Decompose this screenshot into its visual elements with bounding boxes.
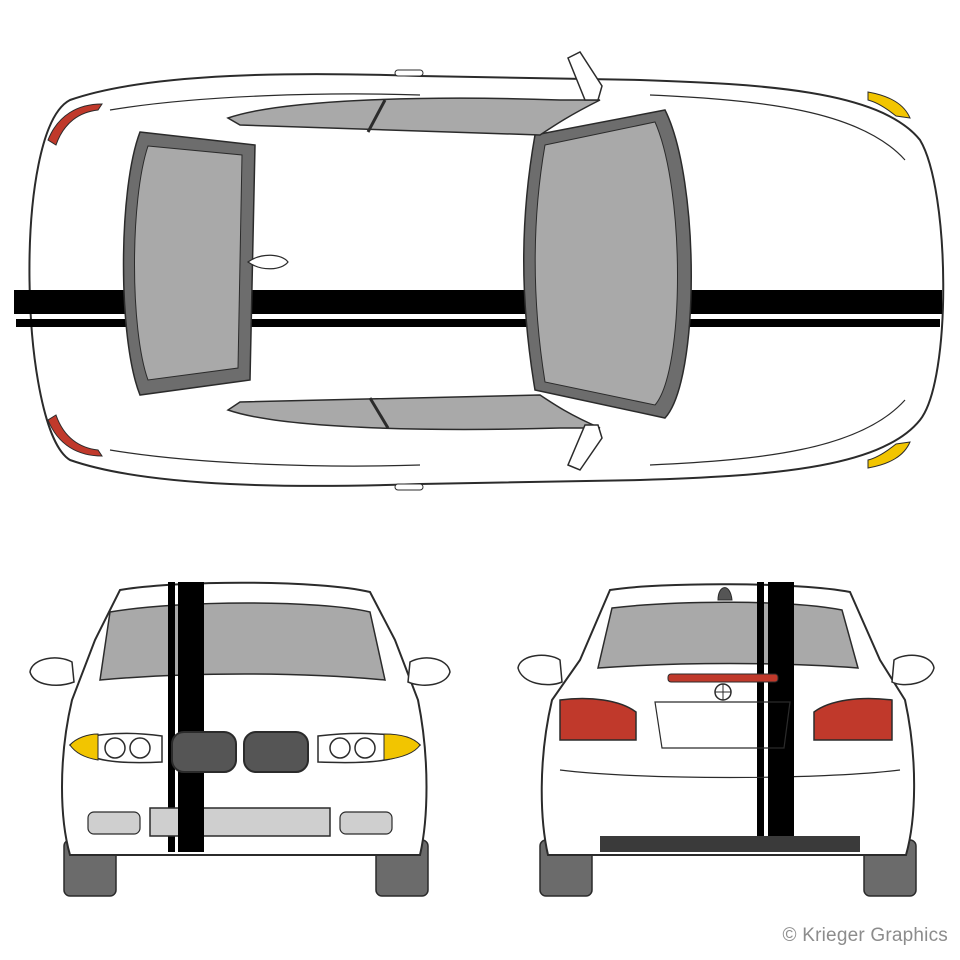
top-tail-light-upper [47,103,103,146]
top-indicator-upper [867,91,911,119]
front-lower-grille [149,807,331,837]
front-mirror-right-icon [407,657,451,686]
front-headlamp-left-outer [104,737,126,759]
top-door-handle-lower [394,483,424,491]
top-side-window-upper [226,97,601,136]
top-tail-light-lower [47,414,103,457]
rear-mirror-right-icon [891,654,935,686]
front-headlamp-left-inner [129,737,151,759]
top-mirror-upper-icon [567,51,603,101]
copyright-watermark: © Krieger Graphics [783,925,948,947]
front-headlamp-right-inner [354,737,376,759]
front-stripe-lower [178,806,204,852]
top-side-window-upper-pillar [366,99,387,133]
front-grille-left [171,731,237,773]
top-windshield [534,121,678,406]
front-grille-right [243,731,309,773]
rear-mirror-left-icon [517,654,563,686]
top-indicator-lower [867,441,911,469]
rear-stripe-lower [768,770,794,836]
front-windshield [99,602,386,681]
top-stripe-thin [16,319,940,327]
rear-window [597,601,860,669]
car-rear-view [517,582,935,897]
car-top-view [14,51,945,491]
top-door-handle-upper [394,69,424,77]
front-fog-right [339,811,393,835]
front-mirror-left-icon [29,657,75,686]
rear-stripe-thin [757,582,764,852]
front-stripe-thin [168,582,175,852]
rear-tail-light-left [559,697,637,741]
top-mirror-lower-icon [567,424,603,471]
car-front-view [29,581,451,897]
front-indicator-right [383,733,421,761]
top-side-window-lower [226,394,601,431]
top-side-window-lower-pillar [368,397,390,429]
top-antenna-icon [246,254,289,270]
front-fog-left [87,811,141,835]
rear-antenna-icon [717,587,733,601]
rear-diffuser [600,836,860,852]
top-body [28,73,945,487]
copyright-owner: Krieger Graphics [802,925,948,946]
top-body-contour [109,93,906,467]
top-rear-window [134,145,243,381]
rear-third-brake-light [667,673,779,683]
front-headlamp-right-outer [329,737,351,759]
rear-license-recess [654,701,791,749]
front-indicator-left [69,733,99,761]
rear-bumper-line [559,769,901,779]
copyright-symbol: © [782,925,797,946]
rear-tail-light-right [813,697,893,741]
